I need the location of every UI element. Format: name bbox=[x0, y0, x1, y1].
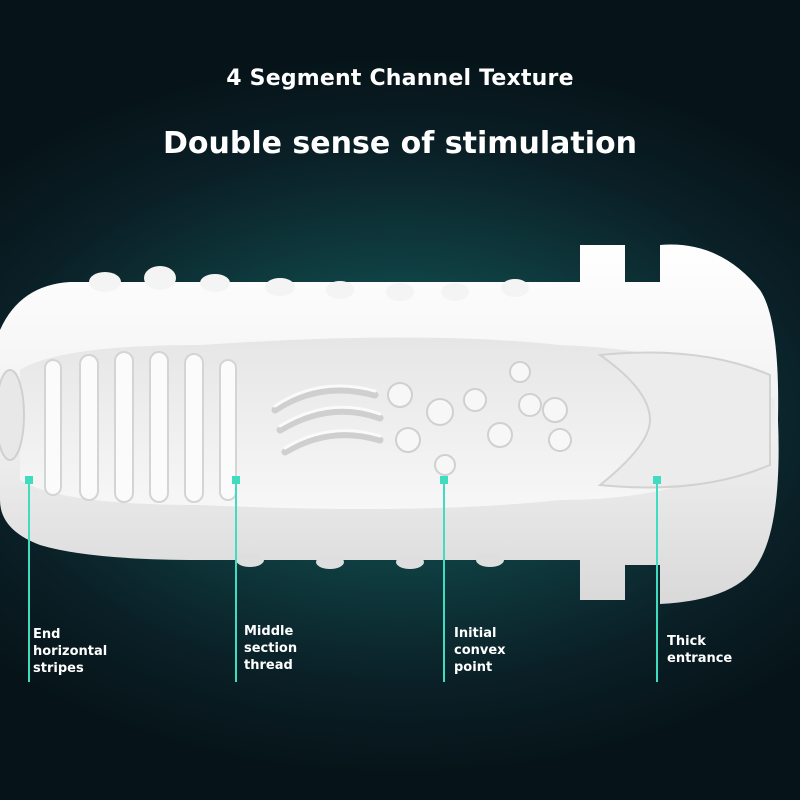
entrance-lip bbox=[597, 351, 771, 489]
label-middle-thread: Middle section thread bbox=[244, 624, 298, 673]
inner-channel bbox=[20, 337, 775, 509]
callout-line-convex-point bbox=[443, 480, 445, 682]
callout-line-end-stripes bbox=[28, 480, 30, 682]
label-thick-entrance: Thick entrance bbox=[667, 634, 733, 666]
label-convex-point: Initial convex point bbox=[454, 626, 506, 675]
subtitle: 4 Segment Channel Texture bbox=[226, 66, 574, 91]
callout-line-middle-thread bbox=[235, 480, 237, 682]
callout-line-thick-entrance bbox=[656, 480, 658, 682]
label-end-stripes: End horizontal stripes bbox=[33, 627, 108, 676]
page-title: Double sense of stimulation bbox=[163, 126, 637, 161]
